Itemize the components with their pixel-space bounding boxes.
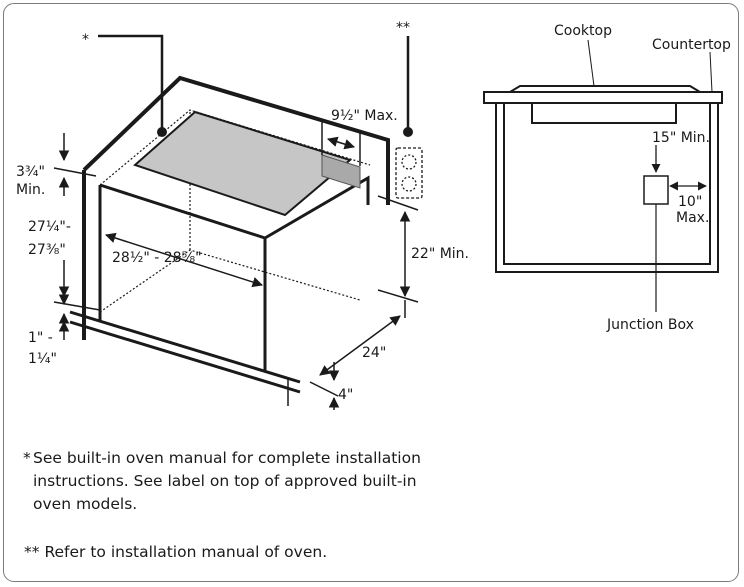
top-clearance-label: 3³⁄₄" — [16, 164, 45, 180]
single-star-note-marker: * — [23, 449, 31, 467]
cooktop-cabinet — [483, 85, 723, 312]
junction-max-a: 10" — [678, 194, 702, 210]
cooktop-label: Cooktop — [554, 23, 612, 39]
countertop-leader — [709, 51, 713, 93]
depth-min-label: 22" Min. — [411, 246, 469, 262]
width-dim-arrow — [105, 232, 263, 288]
width-range-label: 28¹⁄₂" - 28⁵⁄₈" — [112, 250, 202, 266]
wall-outlet-icon — [395, 147, 423, 199]
depth-min-dim — [377, 195, 419, 303]
single-star-leader — [98, 34, 164, 128]
junction-max-b: Max. — [676, 210, 709, 226]
leader-dot-2 — [403, 127, 413, 137]
junction-box-label: Junction Box — [606, 317, 694, 333]
top-clearance-dim — [53, 133, 97, 196]
single-star-note: * See built-in oven manual for complete … — [23, 447, 433, 516]
double-star-marker: ** — [396, 20, 410, 36]
junction-min-label: 15" Min. — [652, 130, 710, 146]
depth-dim — [309, 300, 406, 397]
front-offset-label: 4" — [338, 387, 353, 403]
double-star-note-text: Refer to installation manual of oven. — [44, 543, 328, 561]
leader-dot — [157, 127, 167, 137]
front-offset-dim — [287, 362, 340, 410]
height-range-b: 27³⁄₈" — [28, 242, 66, 258]
diagram-frame — [3, 3, 739, 582]
cooktop-leader — [587, 39, 595, 87]
outlet-box — [321, 154, 361, 189]
height-range-a: 27¹⁄₄"- — [28, 219, 71, 235]
depth-label: 24" — [362, 345, 386, 361]
outlet-offset-label: 9¹⁄₂" Max. — [331, 108, 398, 124]
double-star-note-marker: ** — [24, 543, 40, 561]
single-star-marker: * — [82, 32, 89, 48]
countertop-label: Countertop — [652, 37, 731, 53]
double-star-note: ** Refer to installation manual of oven. — [24, 541, 327, 564]
oven-label-plate — [133, 110, 353, 217]
bottom-range-b: 1¹⁄₄" — [28, 351, 57, 367]
outlet-offset-dim — [321, 122, 361, 166]
top-clearance-qualifier: Min. — [16, 182, 45, 198]
bottom-range-a: 1" - — [28, 330, 53, 346]
single-star-note-text: See built-in oven manual for complete in… — [33, 449, 421, 513]
